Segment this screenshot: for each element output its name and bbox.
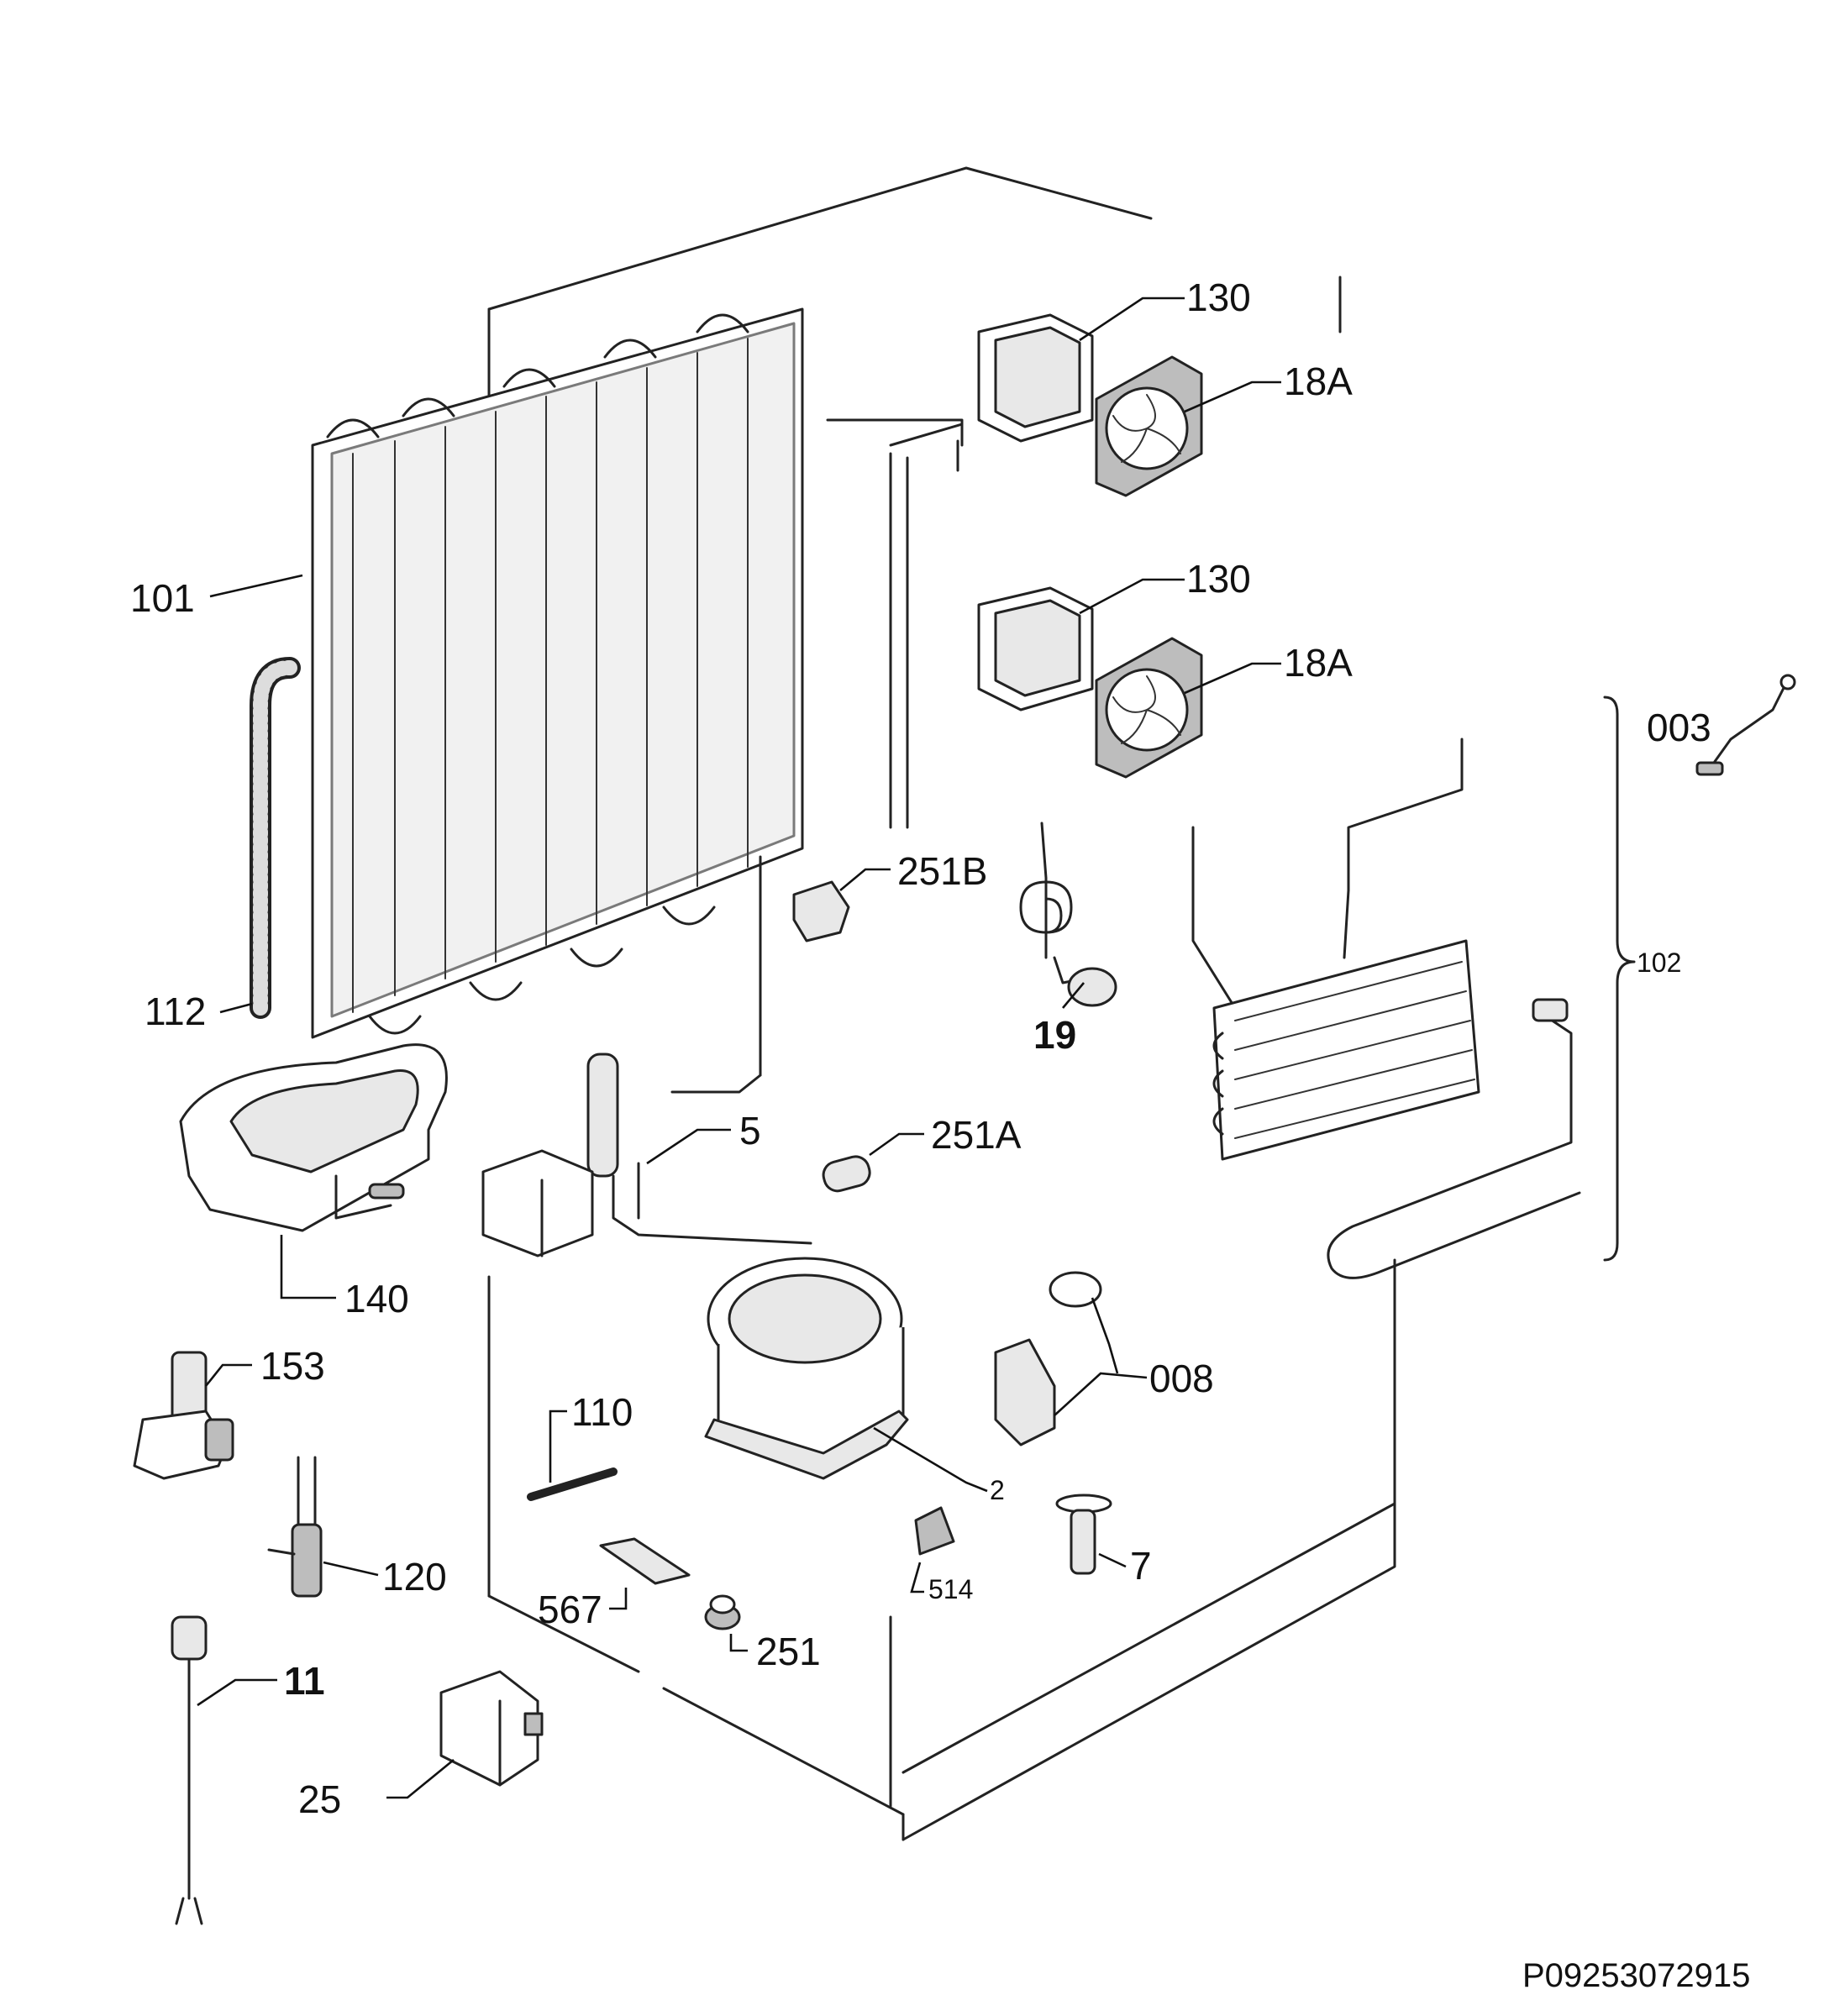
label-112: 112	[145, 990, 206, 1033]
leader-251b	[839, 868, 891, 891]
evaporator-102	[1191, 738, 1581, 1279]
sensor-11	[171, 1615, 208, 1925]
leader-2	[873, 1426, 988, 1493]
leader-5	[646, 1128, 731, 1165]
leader-514	[910, 1562, 924, 1593]
leader-130-top	[1079, 297, 1185, 342]
label-251b: 251B	[897, 849, 987, 893]
bracket-102	[1603, 696, 1636, 1262]
fan-shroud-130-top	[977, 313, 1094, 443]
leader-140	[280, 1235, 336, 1299]
label-008: 008	[1149, 1357, 1214, 1400]
leader-25	[386, 1758, 455, 1799]
leader-008-b	[1091, 1297, 1119, 1374]
leader-008-a	[1054, 1372, 1148, 1416]
sleeve-251a	[822, 1155, 871, 1193]
label-567: 567	[538, 1588, 602, 1631]
leader-120	[323, 1561, 379, 1577]
relay-008	[994, 1271, 1102, 1446]
fan-18a-bottom	[1095, 637, 1203, 779]
label-102: 102	[1637, 948, 1681, 978]
leader-101	[209, 574, 303, 598]
bracket-567	[599, 1537, 691, 1585]
label-101: 101	[130, 576, 195, 620]
condenser-tubes	[352, 338, 749, 1013]
evaporator-fins	[1234, 961, 1475, 1139]
label-153: 153	[260, 1344, 325, 1388]
pin-110	[527, 1467, 618, 1501]
label-003: 003	[1647, 706, 1711, 749]
leader-7	[1098, 1552, 1127, 1568]
label-110: 110	[571, 1390, 633, 1434]
leader-18a-top	[1184, 381, 1281, 413]
fan-18a-top	[1095, 355, 1203, 497]
label-19: 19	[1033, 1013, 1076, 1057]
leader-19	[1062, 982, 1085, 1009]
heater-120	[267, 1456, 323, 1598]
leader-112	[219, 1002, 253, 1014]
clip-251b	[792, 880, 850, 942]
label-18a-top: 18A	[1284, 360, 1353, 403]
fan-shroud-130-bottom	[977, 586, 1094, 711]
label-130-bottom: 130	[1186, 557, 1251, 601]
label-2: 2	[990, 1475, 1005, 1505]
label-130-top: 130	[1186, 276, 1251, 319]
label-18a-bottom: 18A	[1284, 641, 1353, 685]
leader-251a	[869, 1132, 924, 1157]
cabinet-outline	[487, 166, 1396, 1841]
water-valve-153	[133, 1351, 234, 1480]
label-514: 514	[928, 1574, 973, 1604]
label-25: 25	[298, 1777, 341, 1821]
leader-153	[204, 1363, 252, 1387]
grommet-251	[704, 1594, 741, 1630]
capacitor-25	[439, 1670, 544, 1787]
leader-18a-bottom	[1184, 662, 1281, 695]
label-11: 11	[284, 1659, 325, 1703]
rivet-7	[1055, 1494, 1112, 1575]
sensor-lead-003	[1695, 674, 1796, 776]
condenser-101	[311, 307, 804, 1094]
harness-19	[1019, 822, 1117, 1007]
compressor-2	[704, 1257, 909, 1480]
label-140: 140	[344, 1277, 409, 1320]
leader-567	[609, 1588, 628, 1610]
label-5: 5	[739, 1109, 761, 1152]
leader-110	[549, 1410, 567, 1483]
document-code: P09253072915	[1522, 1957, 1750, 1994]
label-251: 251	[756, 1630, 821, 1673]
leader-251	[729, 1634, 748, 1652]
drain-hose-112	[250, 657, 301, 1019]
label-120: 120	[382, 1555, 447, 1599]
foot-514	[914, 1506, 955, 1556]
leader-11	[197, 1678, 277, 1707]
drip-tray-140	[179, 1043, 448, 1232]
relay-drier-5	[481, 1053, 812, 1257]
label-7: 7	[1130, 1544, 1152, 1588]
leader-130-bottom	[1079, 578, 1185, 615]
label-251a: 251A	[931, 1113, 1022, 1157]
